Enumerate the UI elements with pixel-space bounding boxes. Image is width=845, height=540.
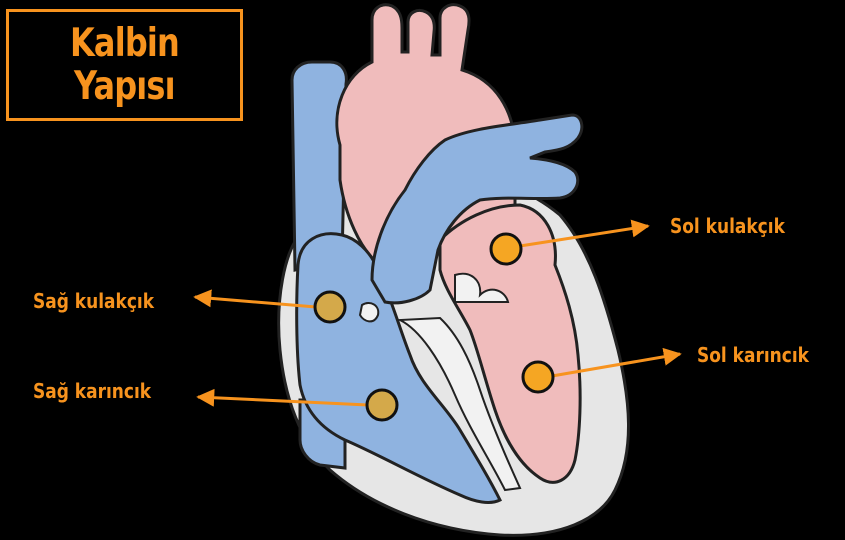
title-line-2: Yapısı <box>74 64 176 109</box>
marker-left-ventricle <box>521 360 555 394</box>
valve-left <box>454 272 510 303</box>
label-left-ventricle: Sol karıncık <box>697 343 809 367</box>
marker-right-atrium <box>313 290 347 324</box>
marker-right-ventricle <box>365 388 399 422</box>
label-right-atrium: Sağ kulakçık <box>33 289 155 313</box>
label-right-ventricle: Sağ karıncık <box>33 379 152 403</box>
arrow-right-ventricle <box>196 388 369 407</box>
valve-right <box>358 302 380 323</box>
left-heart-chamber <box>438 203 582 484</box>
arrow-left-ventricle <box>551 347 682 378</box>
title-box: Kalbin Yapısı <box>6 9 243 121</box>
pulmonary-artery <box>370 113 584 305</box>
arrow-left-atrium <box>519 219 650 248</box>
arrow-right-atrium <box>193 289 317 309</box>
label-left-atrium: Sol kulakçık <box>670 214 785 238</box>
marker-left-atrium <box>489 232 523 266</box>
right-heart-chamber <box>295 232 503 504</box>
title-line-1: Kalbin <box>69 21 180 66</box>
septum <box>396 316 522 492</box>
